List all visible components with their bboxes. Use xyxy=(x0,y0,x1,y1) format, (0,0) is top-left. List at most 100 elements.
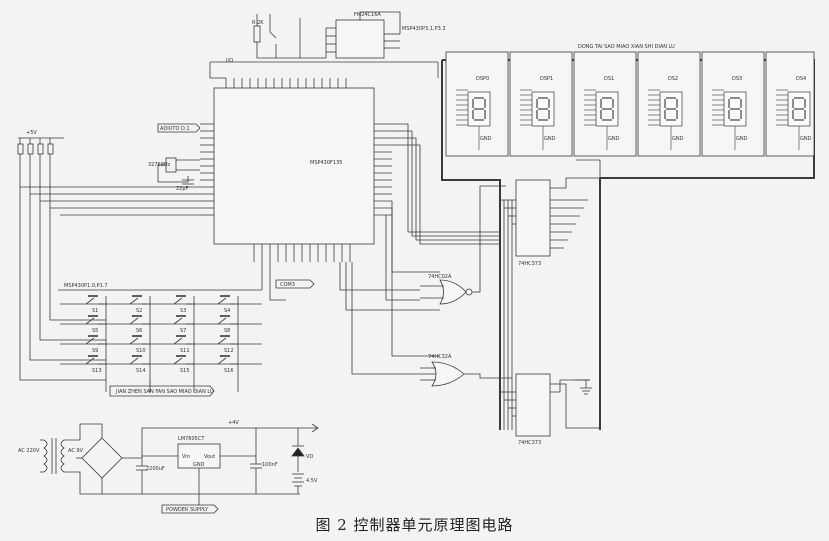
thick-bus-left xyxy=(441,60,501,430)
vcc-label: +5V xyxy=(26,130,37,136)
transformer-primary xyxy=(43,439,48,473)
keypad-key-label: S8 xyxy=(224,328,230,334)
display-label: DS3 xyxy=(732,76,742,82)
keypad-key-label: S2 xyxy=(136,308,142,314)
display-gnd-label: GND xyxy=(544,136,556,142)
latch-top-outputs xyxy=(550,177,600,249)
gate-top-label: 74HC02A xyxy=(428,274,452,280)
keypad-key-label: S5 xyxy=(92,328,98,334)
keypad-key: S15 xyxy=(173,355,194,374)
mcu-top-pins xyxy=(225,78,347,88)
display-label: DS2 xyxy=(668,76,678,82)
keypad-key: S11 xyxy=(173,335,194,354)
reg-gnd-label: GND xyxy=(193,462,205,468)
com-bus-box xyxy=(275,279,315,289)
latch-bottom xyxy=(515,373,551,437)
keypad-footer-label: JIAN ZHEN SAN FAN SAO MIAO DIAN LU xyxy=(115,389,214,395)
keypad-bus-label: MSP430P1.0,P1.7 xyxy=(64,283,108,289)
latch-bottom-label: 74HC373 xyxy=(518,440,541,446)
cap1-label: 2200uF xyxy=(146,466,165,472)
keypad-key-label: S12 xyxy=(224,348,234,354)
display-label: DS4 xyxy=(796,76,806,82)
keypad-key: S2 xyxy=(129,295,150,314)
ac-in-label: AC 220V xyxy=(18,448,40,454)
mcu-left-pins xyxy=(200,123,214,216)
keypad-footer-box xyxy=(109,385,215,397)
display-label: DSP0 xyxy=(476,76,489,82)
eeprom-chip xyxy=(335,19,385,59)
pullup-network xyxy=(17,137,64,155)
keypad-key-label: S14 xyxy=(136,368,146,374)
keypad-key: S10 xyxy=(129,335,150,354)
i2c-bus-label: MSP430P3.1,P3.3 xyxy=(402,26,446,32)
reg-vout-label: Vout xyxy=(204,454,215,460)
keypad-key-label: S4 xyxy=(224,308,230,314)
nor-gate xyxy=(439,279,467,305)
resistor-label: R 2K xyxy=(252,20,264,26)
reg-vin-label: Vin xyxy=(182,454,190,460)
latch-top-label: 74HC373 xyxy=(518,261,541,267)
keypad-key-label: S13 xyxy=(92,368,102,374)
mcu-chip xyxy=(213,87,375,245)
keypad-key-label: S6 xyxy=(136,328,142,334)
crystal-cap-label: 22pF xyxy=(176,186,189,192)
keypad-key: S7 xyxy=(173,315,194,334)
keypad-key: S1 xyxy=(85,295,106,314)
keypad-key-label: S16 xyxy=(224,368,234,374)
keypad-key-label: S7 xyxy=(180,328,186,334)
adc-bus-box xyxy=(157,123,201,133)
ac-out-label: AC 9V xyxy=(68,448,84,454)
com-bus-label: COM3 xyxy=(280,282,295,288)
top-bus-label: I/O xyxy=(226,58,233,64)
power-supply xyxy=(40,423,319,514)
or-gate xyxy=(431,361,465,387)
keypad-key-label: S1 xyxy=(92,308,98,314)
keypad-key-label: S15 xyxy=(180,368,190,374)
adc-bus-label: ADIUTO D.1 xyxy=(160,126,190,132)
keypad-key: S12 xyxy=(217,335,238,354)
diode-label: VD xyxy=(306,454,313,460)
mcu-label: MSP430F135 xyxy=(310,160,342,166)
mcu-bottom-pins xyxy=(253,244,351,262)
display-label: DS1 xyxy=(604,76,614,82)
zener-diode xyxy=(291,447,305,457)
keypad-key-label: S9 xyxy=(92,348,98,354)
power-footer-label: POWDER SUPPLY xyxy=(166,507,209,513)
keypad-key: S6 xyxy=(129,315,150,334)
display-gnd-label: GND xyxy=(480,136,492,142)
keypad-key: S8 xyxy=(217,315,238,334)
battery-label: 4.5V xyxy=(306,478,318,484)
eeprom-label: FM24C16A xyxy=(354,12,381,18)
regulator-label: LM7805CT xyxy=(178,436,205,442)
keypad-key: S9 xyxy=(85,335,106,354)
keypad-key-label: S10 xyxy=(136,348,146,354)
display-label: DSP1 xyxy=(540,76,553,82)
bridge-rectifier xyxy=(81,437,123,479)
latch-top xyxy=(515,179,551,257)
vout-label: +4V xyxy=(228,420,239,426)
figure-caption: 图 2 控制器单元原理图电路 xyxy=(315,516,514,534)
power-footer-box xyxy=(161,504,219,514)
keypad-key: S16 xyxy=(217,355,238,374)
gate-bottom-label: 74HC32A xyxy=(428,354,452,360)
keypad-key: S13 xyxy=(85,355,106,374)
display-gnd-label: GND xyxy=(672,136,684,142)
display-gnd-label: GND xyxy=(736,136,748,142)
crystal-label: 32768Hz xyxy=(148,162,171,168)
mcu-right-pins xyxy=(374,123,392,216)
digits-header-label: DONG TAI SAO MIAO XIAN SHI DIAN LU xyxy=(578,44,675,50)
keypad-key: S5 xyxy=(85,315,106,334)
display-gnd-label: GND xyxy=(608,136,620,142)
keypad-key: S3 xyxy=(173,295,194,314)
keypad-key: S4 xyxy=(217,295,238,314)
